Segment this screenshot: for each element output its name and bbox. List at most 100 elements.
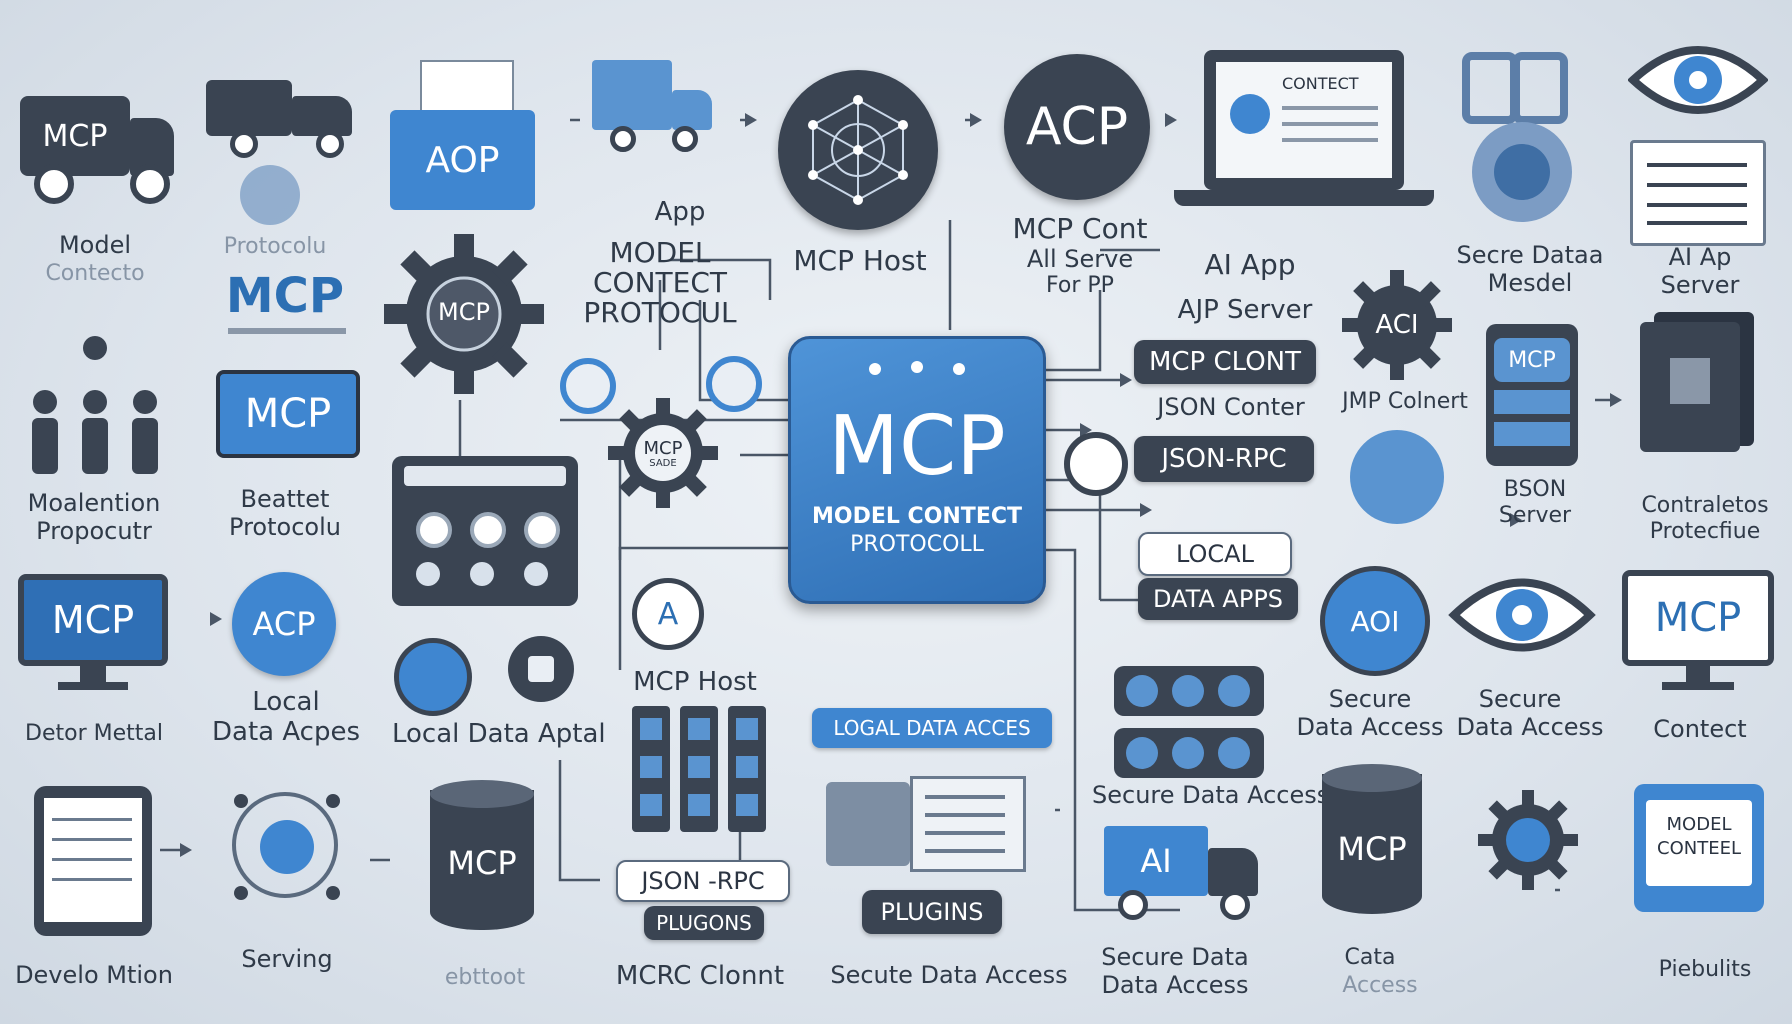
aci-gear-text: ACI: [1375, 310, 1419, 340]
network-graph-icon: [808, 95, 908, 205]
acp-circle-blue[interactable]: ACP: [232, 572, 336, 676]
title-line-2: CONTECT: [593, 266, 727, 299]
json-rpc-pill-left[interactable]: JSON -RPC: [616, 860, 790, 902]
eye-icon: [1627, 40, 1769, 120]
jcl-circle-icon[interactable]: [1350, 430, 1444, 524]
contraletos-line-1: Contraletos: [1641, 493, 1769, 518]
media-buttons-top[interactable]: [1114, 666, 1264, 716]
local-data-label: Local Data Aptal: [392, 719, 606, 749]
db-caption: ebttoot: [444, 965, 526, 990]
people-label-1: Moalention: [27, 489, 161, 517]
secure3-line-1: Secure Data: [1101, 943, 1249, 971]
small-gear-icon[interactable]: MCP SADE: [608, 398, 718, 508]
phone-icon[interactable]: MCP: [1486, 324, 1578, 466]
center-badge: MCP: [828, 399, 1006, 494]
beattet-label-2: Protocolu: [229, 513, 341, 541]
settings-circle-icon[interactable]: [394, 638, 472, 716]
acp-badge: ACP: [1025, 97, 1129, 157]
mcrc-label: MCRC Clonnt: [615, 961, 785, 991]
network-icon[interactable]: [778, 70, 938, 230]
monitor-right-badge: MCP: [1654, 595, 1742, 641]
secure-data-access-label: Secure Data Access: [1092, 781, 1330, 809]
serving-label: Serving: [241, 945, 333, 973]
title-line-1: MODEL: [609, 236, 711, 269]
server-rack-icon[interactable]: [632, 706, 768, 832]
delivery-truck-icon: [206, 80, 366, 158]
people-label-2: Propocutr: [36, 517, 152, 545]
database-icon[interactable]: MCP: [430, 780, 534, 940]
ai-server-line-2: Server: [1660, 271, 1740, 299]
orbit-icon: [222, 782, 352, 912]
secure1-line-1: Secure: [1328, 685, 1412, 713]
control-panel-icon[interactable]: [392, 456, 578, 606]
app-label: App: [654, 197, 706, 227]
model-label-1: Model: [58, 231, 132, 259]
clock-icon[interactable]: [706, 356, 762, 412]
aoi-circle[interactable]: AOI: [1320, 566, 1430, 676]
model-label-2: Contecto: [45, 261, 145, 286]
wheel: [130, 164, 170, 204]
center-mcp-block[interactable]: MCP MODEL CONTECT PROTOCOLL: [788, 336, 1046, 604]
data-apps-pill[interactable]: DATA APPS: [1138, 578, 1298, 620]
center-subtitle-2: PROTOCOLL: [850, 532, 984, 557]
mcp-clont-pill[interactable]: MCP CLONT: [1134, 340, 1316, 384]
small-gear-line-1: MCP: [643, 438, 683, 459]
tablet-icon[interactable]: [34, 786, 152, 936]
ai-truck-icon[interactable]: AI: [1104, 826, 1264, 926]
monitor-icon-right[interactable]: MCP: [1622, 570, 1774, 696]
mcp-cont-line-3: For PP: [1046, 273, 1114, 298]
plugons-pill[interactable]: PLUGONS: [644, 906, 764, 940]
node-dot: [953, 363, 965, 375]
truck-icon: MCP: [20, 96, 180, 204]
local-label-2: Data Acpes: [211, 717, 360, 747]
laptop-icon[interactable]: CONTECT: [1174, 50, 1434, 220]
node-dot: [911, 361, 923, 373]
secure2-line-2: Data Access: [1456, 713, 1604, 741]
json-rpc-pill-right[interactable]: JSON-RPC: [1134, 436, 1314, 482]
laptop-logo-icon: [1230, 94, 1270, 134]
cata-line-2: Access: [1342, 973, 1418, 998]
local-access-pill[interactable]: LOGAL DATA ACCES: [812, 708, 1052, 748]
chat-icon[interactable]: [560, 358, 616, 414]
aci-gear-icon[interactable]: ACI: [1342, 270, 1452, 380]
folder-icon[interactable]: AOP: [390, 60, 535, 210]
truck-body: MCP: [20, 96, 130, 176]
phone-badge: MCP: [1508, 347, 1556, 373]
database-icon-right[interactable]: MCP: [1322, 764, 1422, 916]
secure1-line-2: Data Access: [1296, 713, 1444, 741]
hard-drive-icon: [826, 776, 1026, 872]
plugins-box[interactable]: PLUGINS: [862, 890, 1002, 934]
binder-icon: [1640, 312, 1760, 452]
node-dot: [869, 363, 881, 375]
logo-underline: [228, 328, 346, 334]
ajp-server-label: AJP Server: [1177, 295, 1313, 325]
a-circle-text: A: [657, 596, 679, 632]
title-line-3: PROTOCUL: [583, 296, 737, 329]
mcp-monitor-card[interactable]: MCP: [216, 370, 360, 458]
db-right-badge: MCP: [1337, 830, 1407, 868]
model-card-line-2: CONTEEL: [1657, 838, 1741, 859]
gear-icon[interactable]: MCP: [384, 234, 544, 394]
db-badge: MCP: [447, 844, 517, 882]
lock-circle-icon[interactable]: [508, 636, 574, 702]
model-card-icon[interactable]: MODEL CONTEEL: [1634, 784, 1764, 912]
beattet-label-1: Beattet: [240, 485, 330, 513]
jmp-colnert-label: JMP Colnert: [1342, 389, 1468, 414]
contect-label: Contect: [1653, 715, 1747, 743]
monitor-badge: MCP: [244, 391, 332, 437]
acp-circle[interactable]: ACP: [1004, 54, 1150, 200]
media-buttons-bottom[interactable]: [1114, 728, 1264, 778]
cata-line-1: Cata: [1344, 945, 1396, 970]
a-circle[interactable]: A: [632, 578, 704, 650]
aoi-circle-text: AOI: [1350, 604, 1400, 638]
gear-badge: MCP: [438, 298, 490, 326]
laptop-heading: CONTECT: [1282, 74, 1359, 93]
link-chain-icon: [1462, 52, 1572, 124]
chat-circle-icon[interactable]: [1064, 432, 1128, 496]
local-pill[interactable]: LOCAL: [1138, 532, 1292, 576]
network-label: MCP Host: [793, 244, 927, 277]
mcp-cont-line-1: MCP Cont: [1012, 212, 1148, 245]
secure-data-line-2: Mesdel: [1487, 269, 1573, 297]
desktop-monitor-icon[interactable]: MCP: [18, 574, 168, 698]
model-card-line-1: MODEL: [1666, 814, 1732, 835]
